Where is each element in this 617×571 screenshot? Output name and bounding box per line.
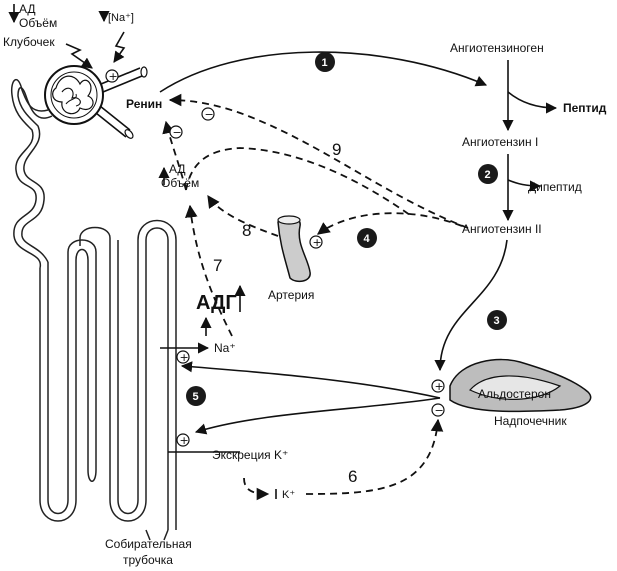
arrow-ang2-to-adrenal	[434, 239, 508, 372]
artery-shape	[277, 215, 311, 283]
dashed-arrow-8	[207, 194, 279, 237]
collecting-loop-outer	[79, 226, 169, 530]
angiotensin1-label: Ангиотензин I	[462, 135, 538, 149]
dashed-arrow-6-left	[243, 477, 270, 501]
step-label-9: 9	[332, 140, 341, 159]
step-badge-3: 3	[487, 310, 507, 330]
afferent-arteriole	[100, 67, 143, 93]
adh-label: АДГ	[196, 292, 237, 314]
step-badge-5: 5	[186, 386, 206, 406]
ad-mid-label: АД	[169, 162, 186, 176]
svg-text:2: 2	[485, 169, 491, 181]
dashed-arrow-7	[184, 204, 233, 337]
capillary-loop	[52, 75, 94, 115]
arrow-aldosterone-k	[194, 397, 441, 435]
efferent-arteriole	[95, 105, 131, 138]
arrow-aldosterone-na	[180, 361, 441, 399]
proximal-tubule-outer	[10, 78, 49, 269]
dashed-arrow-9	[168, 93, 469, 229]
loop-henle-ascending	[87, 469, 97, 482]
proximal-tubule-inner	[17, 87, 53, 263]
adrenal-label: Надпочечник	[494, 414, 567, 428]
step-label-6: 6	[348, 467, 357, 486]
dashed-arrow-9-lower	[185, 147, 411, 216]
dashed-arrow-4	[316, 212, 463, 235]
arrow-renin-to-cascade	[159, 51, 488, 93]
step-label-7: 7	[213, 256, 222, 275]
step-label-8: 8	[242, 221, 251, 240]
volume-top-label: Объём	[19, 16, 57, 30]
dashed-arrow-6-right	[305, 418, 444, 495]
angiotensinogen-label: Ангиотензиноген	[450, 41, 544, 55]
artery-label: Артерия	[268, 288, 314, 302]
loop-henle-descending-outer	[39, 248, 89, 522]
step-badge-1: 1	[315, 52, 335, 72]
minus-sign-volume: −	[173, 126, 182, 139]
glomerulus-inner	[50, 71, 98, 119]
plus-sign-renin: +	[109, 70, 118, 83]
svg-text:4: 4	[364, 233, 371, 245]
k-decrease-label: K⁺	[282, 489, 295, 501]
svg-text:3: 3	[494, 315, 500, 327]
na-plus-label: Na⁺	[214, 341, 236, 355]
collecting-duct-label-2: трубочка	[123, 553, 173, 567]
loop-henle-descending-inner	[47, 239, 97, 515]
na-top-label: [Na⁺]	[108, 12, 134, 24]
glomerulus-label: Клубочек	[3, 35, 55, 49]
peptide-label: Пептид	[563, 101, 607, 115]
collecting-loop-inner	[117, 219, 177, 530]
adrenal-gland	[449, 358, 592, 413]
feedback-arrows	[162, 93, 469, 501]
lightning-arrow-1	[65, 43, 93, 69]
aldosterone-label: Альдостерон	[478, 387, 551, 401]
collecting-duct-outlet	[145, 529, 169, 541]
minus-sign-adrenal: −	[435, 404, 444, 417]
plus-sign-artery: +	[313, 236, 322, 249]
svg-text:1: 1	[322, 57, 328, 69]
plus-sign-na: +	[180, 351, 189, 364]
volume-mid-label: Объём	[161, 176, 199, 190]
renin-label: Ренин	[126, 97, 162, 111]
angiotensin-cascade: Ангиотензиноген Пептид Ангиотензин I Дип…	[159, 41, 607, 372]
plus-sign-adrenal: +	[435, 380, 444, 393]
lightning-arrow-2	[113, 31, 126, 63]
dipeptide-label: Дипептид	[528, 180, 582, 194]
svg-text:5: 5	[193, 391, 199, 403]
angiotensin2-label: Ангиотензин II	[462, 222, 542, 236]
step-badge-4: 4	[357, 228, 377, 248]
minus-sign-feedback: −	[205, 108, 214, 121]
plus-sign-k: +	[180, 434, 189, 447]
k-excretion-label: Экскреция K⁺	[212, 448, 288, 462]
nephron	[10, 65, 177, 541]
ad-top-label: АД	[19, 2, 36, 16]
step-badge-2: 2	[478, 164, 498, 184]
stimuli-top: АД Объём [Na⁺] + Клубочек	[3, 2, 134, 83]
collecting-duct-label-1: Собирательная	[105, 537, 192, 551]
glomerulus-shape	[44, 65, 104, 125]
